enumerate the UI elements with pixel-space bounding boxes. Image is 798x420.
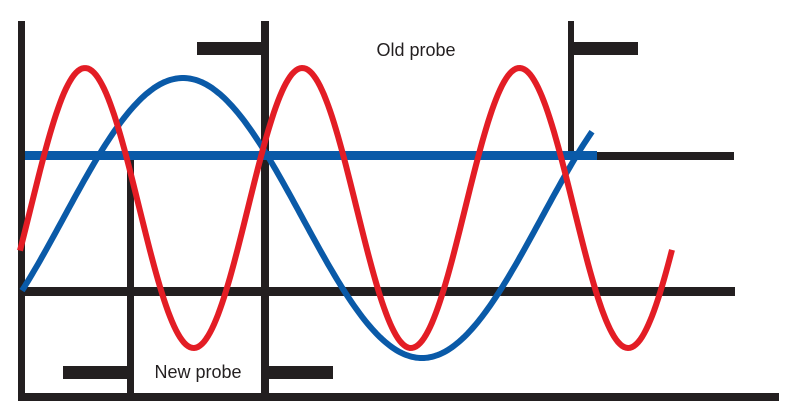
- label-background-new: [136, 358, 260, 388]
- marker-bar-new-left: [63, 366, 130, 379]
- marker-vertical-old-right: [568, 21, 574, 157]
- new-probe-wave: [19, 75, 595, 361]
- new-probe-label: New probe: [154, 362, 241, 382]
- old-probe-wave: [17, 64, 675, 352]
- marker-bar-old-right: [572, 42, 638, 55]
- frame-lines: [18, 21, 779, 401]
- baseline-upper-black: [590, 152, 734, 160]
- old-probe-label: Old probe: [376, 40, 455, 60]
- marker-bar-new-right: [267, 366, 333, 379]
- marker-bar-old-left: [197, 42, 265, 55]
- marker-vertical-center: [261, 21, 269, 395]
- bottom-axis: [18, 393, 779, 401]
- left-axis: [18, 21, 25, 401]
- marker-vertical-new-left: [127, 155, 134, 395]
- baseline-upper-blue: [25, 151, 597, 160]
